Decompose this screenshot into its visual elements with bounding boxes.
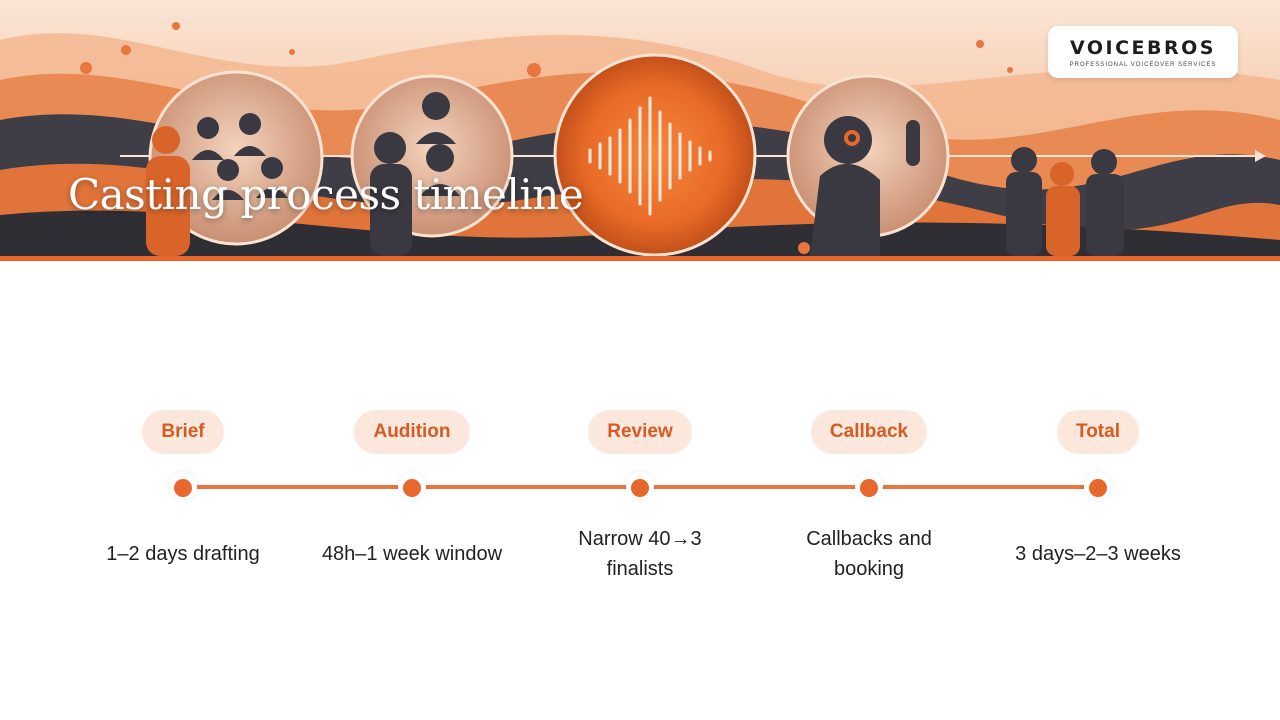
step-marker bbox=[1089, 479, 1107, 497]
step-label: Audition bbox=[354, 410, 470, 454]
step-marker bbox=[174, 479, 192, 497]
step-description: Callbacks and booking bbox=[806, 528, 932, 580]
timeline-step-callback: Callback Callbacks and booking bbox=[759, 400, 979, 580]
step-label: Brief bbox=[142, 410, 224, 454]
timeline-step-audition: Audition 48h–1 week window bbox=[302, 400, 522, 565]
banner-divider bbox=[0, 256, 1280, 261]
brand-logo: VOICEBROS PROFESSIONAL VOICEOVER SERVICE… bbox=[1048, 26, 1238, 78]
step-description: 48h–1 week window bbox=[321, 543, 503, 565]
step-marker bbox=[631, 479, 649, 497]
header-banner: Casting process timeline VOICEBROS PROFE… bbox=[0, 0, 1280, 256]
banner-illustration bbox=[0, 22, 1280, 256]
slide-title: Casting process timeline bbox=[68, 170, 584, 219]
casting-timeline: Brief 1–2 days drafting Audition 48h–1 w… bbox=[0, 400, 1280, 600]
timeline-step-review: Review Narrow 40→3 finalists bbox=[530, 400, 750, 580]
step-label: Review bbox=[588, 410, 692, 454]
step-description: 1–2 days drafting bbox=[106, 543, 260, 565]
step-description: 3 days–2–3 weeks bbox=[1015, 543, 1181, 565]
brand-name: VOICEBROS bbox=[1070, 37, 1216, 59]
brand-tagline: PROFESSIONAL VOICEOVER SERVICES bbox=[1069, 62, 1217, 68]
step-marker bbox=[860, 479, 878, 497]
step-description: Narrow 40→3 finalists bbox=[578, 528, 702, 580]
step-label: Total bbox=[1057, 410, 1139, 454]
timeline-step-total: Total 3 days–2–3 weeks bbox=[988, 400, 1208, 565]
step-marker bbox=[403, 479, 421, 497]
timeline-step-brief: Brief 1–2 days drafting bbox=[73, 400, 293, 565]
step-label: Callback bbox=[810, 410, 928, 454]
